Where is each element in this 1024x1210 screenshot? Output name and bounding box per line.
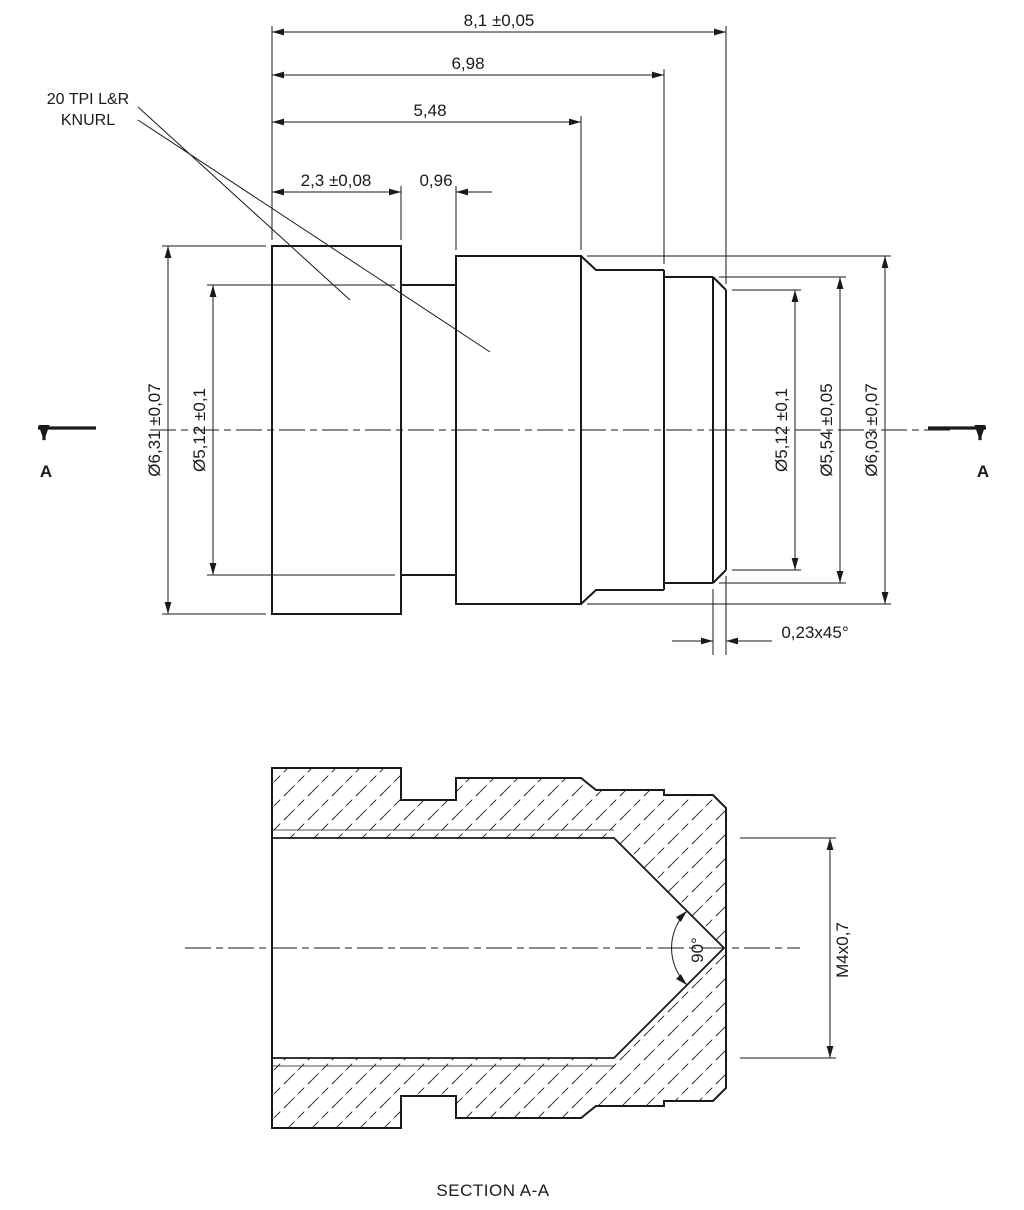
extension-lines xyxy=(162,26,891,655)
section-outline xyxy=(271,767,727,1129)
knurl-leader-lines xyxy=(137,106,491,353)
dim-dia-knurl1: Ø6,31 ±0,07 xyxy=(145,383,164,476)
dim-dia-mid-section: Ø6,03 ±0,07 xyxy=(862,383,881,476)
knurl-block-2 xyxy=(455,255,582,605)
dim-chamfer: 0,23x45° xyxy=(781,623,848,642)
thread-callout: M4x0,7 xyxy=(833,922,852,978)
section-cut-label-left: A xyxy=(40,462,52,481)
dim-groove-width: 0,96 xyxy=(419,171,452,190)
section-cut-label-right: A xyxy=(977,462,989,481)
dim-knurl1-length: 2,3 ±0,08 xyxy=(301,171,372,190)
dim-length-6-98: 6,98 xyxy=(451,54,484,73)
knurl-note: 20 TPI L&R KNURL xyxy=(47,91,491,353)
knurl-note-line1: 20 TPI L&R xyxy=(47,91,129,108)
dim-dia-end-face: Ø5,12 ±0,1 xyxy=(772,388,791,472)
dim-dia-end-section: Ø5,54 ±0,05 xyxy=(817,383,836,476)
dim-overall-length: 8,1 ±0,05 xyxy=(464,11,535,30)
dim-length-5-48: 5,48 xyxy=(413,101,446,120)
section-cut-marks: A A xyxy=(38,425,989,481)
knurl-note-line2: KNURL xyxy=(61,112,115,129)
thread-extension-lines xyxy=(740,837,836,1059)
section-view: M4x0,7 90° SECTION A-A xyxy=(185,767,852,1200)
dim-dia-groove: Ø5,12 ±0,1 xyxy=(190,388,209,472)
thread-lines xyxy=(272,829,614,1067)
cone-angle-arc xyxy=(671,910,688,986)
part-outline xyxy=(401,255,727,605)
cone-angle-label: 90° xyxy=(688,937,707,963)
dimension-lines xyxy=(164,28,889,645)
knurl-block-1 xyxy=(271,245,402,615)
top-view: 8,1 ±0,05 6,98 5,48 2,3 ±0,08 0,96 Ø6,31… xyxy=(38,11,989,655)
section-title: SECTION A-A xyxy=(436,1181,549,1200)
